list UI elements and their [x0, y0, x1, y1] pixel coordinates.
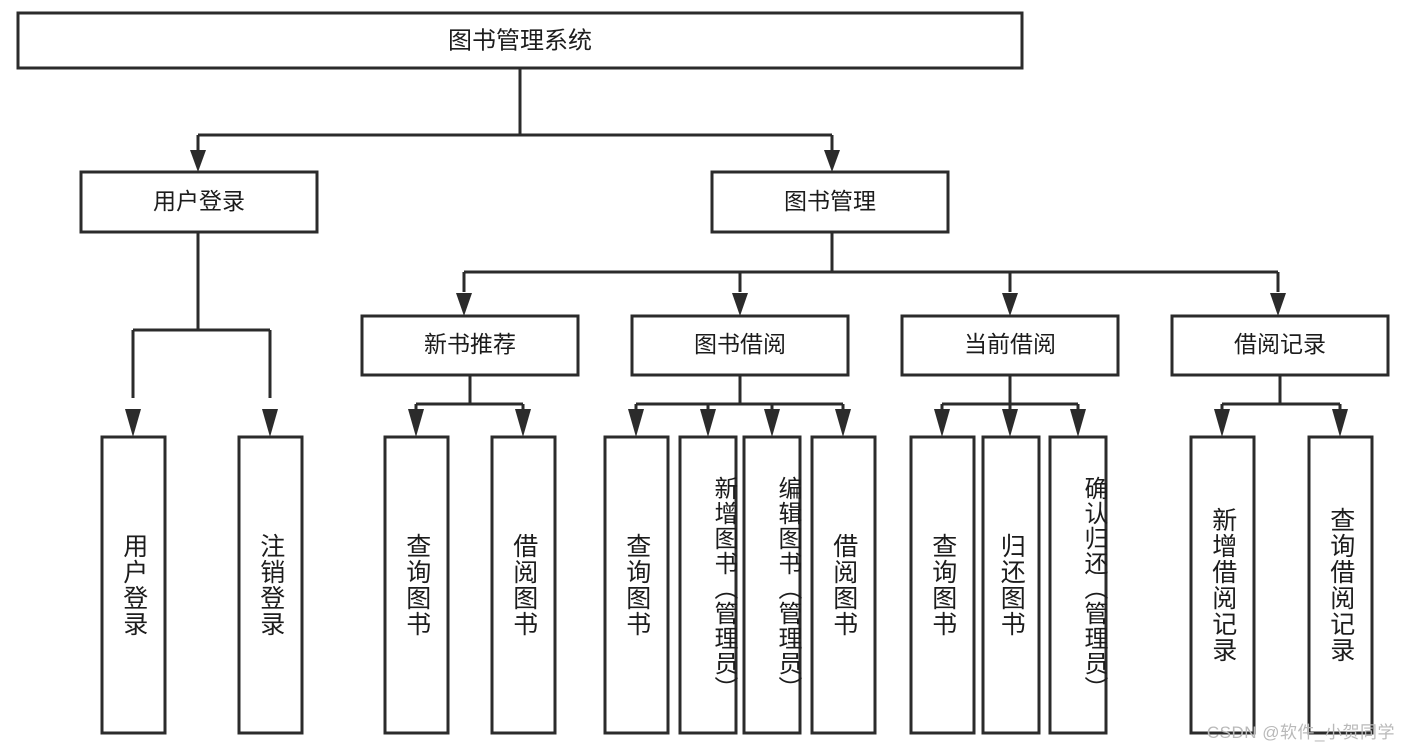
- leaf-boxes-new-book-recommend: [383, 435, 557, 735]
- leaf-label-user-login: 用户登录: [119, 533, 148, 637]
- connector-book-borrow-to-leaves: [628, 375, 851, 437]
- leaf-box-query-book-1[interactable]: [383, 435, 450, 735]
- leaf-boxes-borrow-record: [1189, 435, 1374, 735]
- node-new-book-recommend[interactable]: 新书推荐: [360, 314, 580, 377]
- arrow-to-leaf-borrow-book-2: [835, 409, 851, 437]
- leaf-label-edit-book: 编辑图书（管理员）: [774, 475, 801, 701]
- arrow-to-leaf-query-record: [1332, 409, 1348, 437]
- leaf-boxes-current-borrow: [909, 435, 1108, 735]
- leaf-box-logout[interactable]: [237, 435, 304, 735]
- arrow-to-new-book: [456, 293, 472, 316]
- node-new-book-recommend-label: 新书推荐: [424, 331, 516, 357]
- node-current-borrow-box: [900, 314, 1120, 377]
- node-user-login-label: 用户登录: [153, 188, 245, 214]
- connector-user-login-to-leaves: [125, 232, 278, 437]
- leaf-label-query-book-1: 查询图书: [402, 533, 431, 637]
- leaf-box-query-record[interactable]: [1307, 435, 1374, 735]
- leaf-label-add-book: 新增图书（管理员）: [710, 475, 737, 701]
- leaf-box-confirm-return[interactable]: [1048, 435, 1108, 735]
- leaf-box-query-book-3[interactable]: [909, 435, 976, 735]
- node-user-login-box: [79, 170, 319, 234]
- connector-new-book-to-leaves: [408, 375, 531, 437]
- arrow-to-user-login: [190, 150, 206, 172]
- node-user-login[interactable]: 用户登录: [79, 170, 319, 234]
- arrow-to-leaf-query-book-2: [628, 409, 644, 437]
- arrow-to-leaf-logout: [262, 409, 278, 437]
- node-book-borrow[interactable]: 图书借阅: [630, 314, 850, 377]
- node-book-management[interactable]: 图书管理: [710, 170, 950, 234]
- arrow-to-book-borrow: [732, 293, 748, 316]
- node-borrow-record-label: 借阅记录: [1234, 331, 1326, 357]
- arrow-to-leaf-user-login: [125, 409, 141, 437]
- node-borrow-record-box: [1170, 314, 1390, 377]
- connector-root-to-level1: [190, 68, 840, 172]
- arrow-to-leaf-borrow-book-1: [515, 409, 531, 437]
- leaf-label-logout: 注销登录: [256, 533, 285, 637]
- leaf-label-borrow-book-2: 借阅图书: [829, 533, 858, 637]
- leaf-label-borrow-book-1: 借阅图书: [509, 533, 538, 637]
- leaf-label-add-record: 新增借阅记录: [1208, 507, 1237, 663]
- leaf-label-confirm-return: 确认归还（管理员）: [1080, 475, 1107, 701]
- leaf-box-borrow-book-2[interactable]: [810, 435, 877, 735]
- arrow-to-borrow-record: [1270, 293, 1286, 316]
- leaf-boxes-user-login: [100, 435, 304, 735]
- node-book-borrow-label: 图书借阅: [694, 331, 786, 357]
- leaf-boxes-book-borrow: [603, 435, 877, 735]
- leaf-label-query-record: 查询借阅记录: [1326, 507, 1355, 663]
- node-new-book-recommend-box: [360, 314, 580, 377]
- arrow-to-leaf-return-book: [1002, 409, 1018, 437]
- leaf-box-user-login[interactable]: [100, 435, 167, 735]
- leaf-label-query-book-2: 查询图书: [622, 533, 651, 637]
- leaf-label-query-book-3: 查询图书: [928, 533, 957, 637]
- leaf-box-borrow-book-1[interactable]: [490, 435, 557, 735]
- leaf-box-return-book[interactable]: [981, 435, 1041, 735]
- arrow-to-leaf-query-book-1: [408, 409, 424, 437]
- arrow-to-leaf-query-book-3: [934, 409, 950, 437]
- node-current-borrow-label: 当前借阅: [964, 331, 1056, 357]
- leaf-box-query-book-2[interactable]: [603, 435, 670, 735]
- connector-borrow-record-to-leaves: [1214, 375, 1348, 437]
- leaf-box-edit-book[interactable]: [742, 435, 802, 735]
- leaf-box-add-book[interactable]: [678, 435, 738, 735]
- arrow-to-leaf-edit-book: [764, 409, 780, 437]
- node-current-borrow[interactable]: 当前借阅: [900, 314, 1120, 377]
- node-book-management-box: [710, 170, 950, 234]
- leaf-box-add-record[interactable]: [1189, 435, 1256, 735]
- arrow-to-leaf-add-book: [700, 409, 716, 437]
- node-book-management-label: 图书管理: [784, 188, 876, 214]
- watermark-text: CSDN @软件_小贺同学: [1206, 723, 1395, 742]
- connector-current-borrow-to-leaves: [934, 375, 1086, 437]
- node-root-label: 图书管理系统: [448, 27, 592, 54]
- connector-book-management-to-level2: [456, 232, 1286, 316]
- node-book-borrow-box: [630, 314, 850, 377]
- arrow-to-leaf-confirm-return: [1070, 409, 1086, 437]
- arrow-to-book-management: [824, 150, 840, 172]
- arrow-to-leaf-add-record: [1214, 409, 1230, 437]
- node-root[interactable]: 图书管理系统: [16, 11, 1024, 70]
- arrow-to-current-borrow: [1002, 293, 1018, 316]
- node-borrow-record[interactable]: 借阅记录: [1170, 314, 1390, 377]
- leaf-label-return-book: 归还图书: [997, 533, 1026, 637]
- node-root-box: [16, 11, 1024, 70]
